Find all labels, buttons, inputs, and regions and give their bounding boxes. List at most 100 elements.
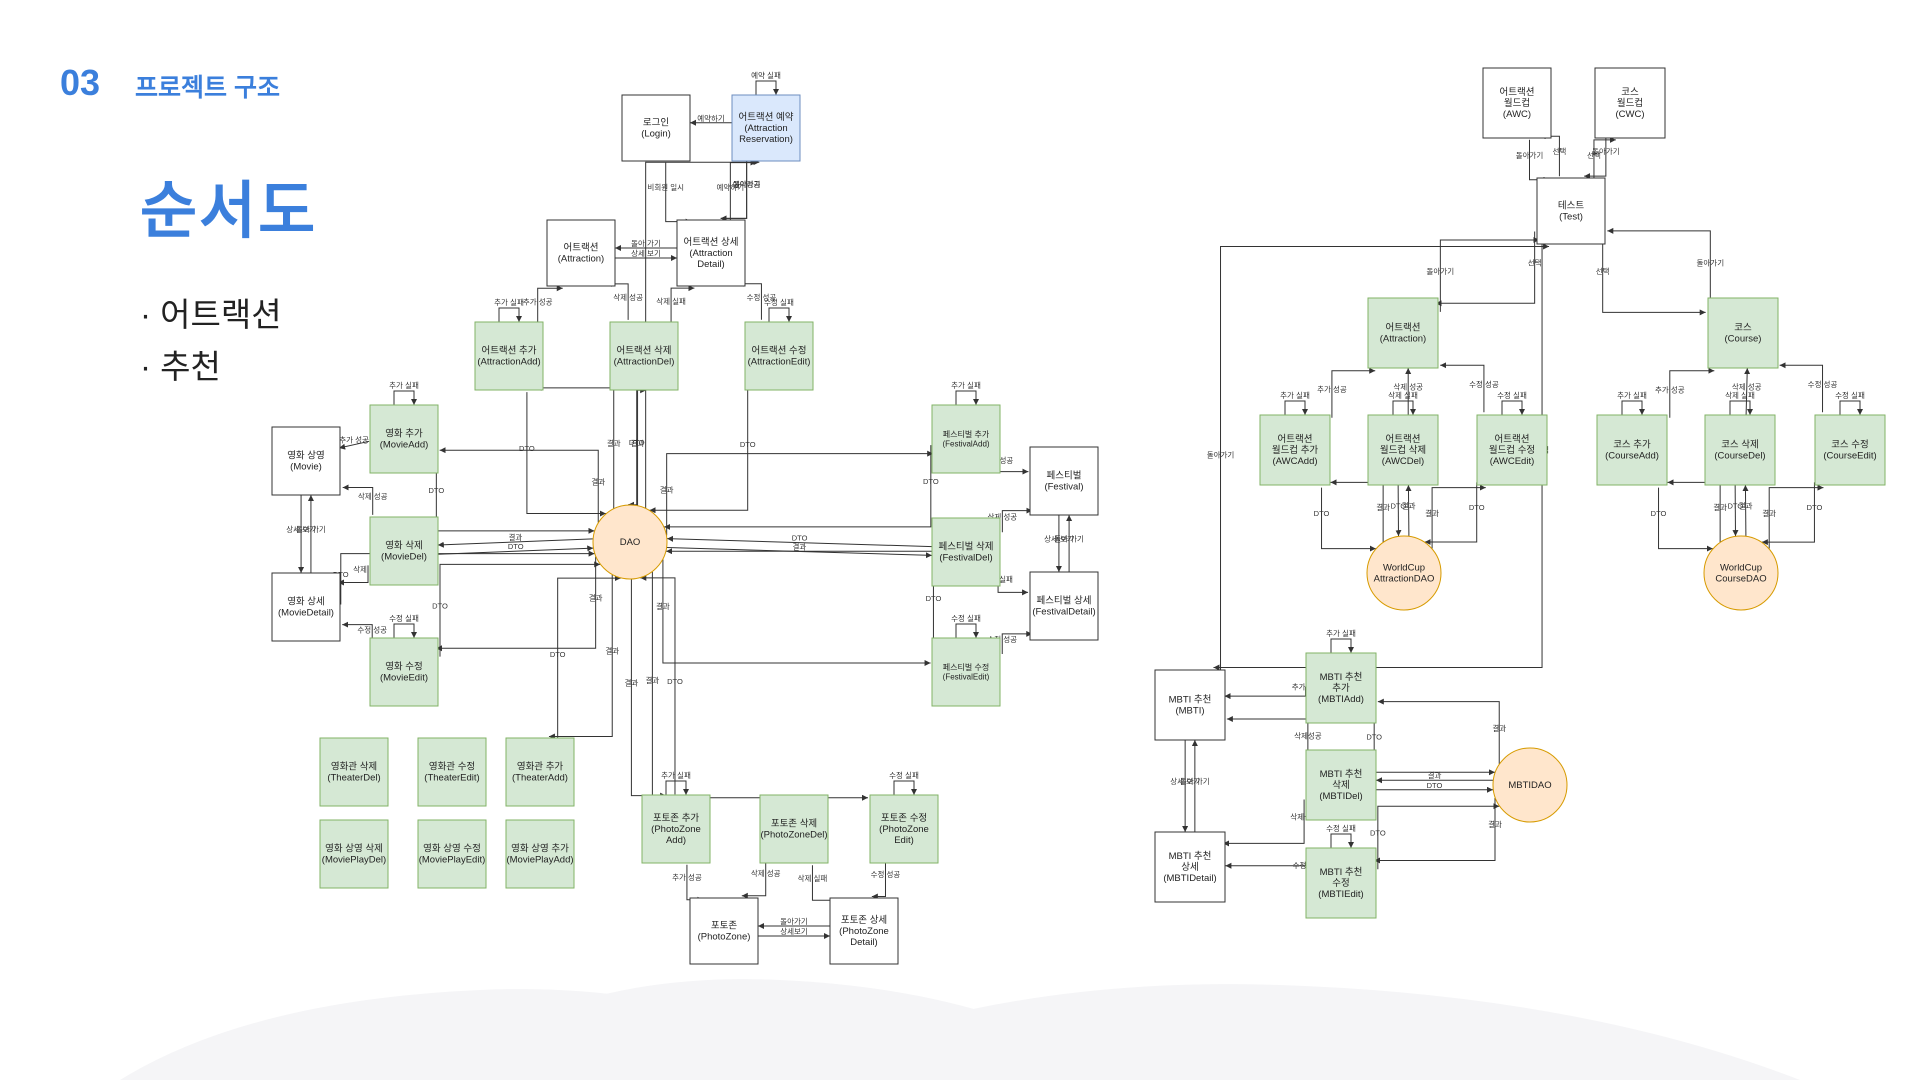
node-label: 어트랙션 상세 [683,237,738,248]
edge: DTO [1314,487,1376,552]
node-label: (MovieAdd) [380,440,429,451]
edge-label: 예약 실패 [751,70,781,80]
node-label: 월드컵 [1617,97,1643,109]
edge: 삭제 실패 [1388,390,1418,415]
edge: 추가 실패 [1280,390,1310,415]
node-label: 코스 [1621,87,1639,98]
node-theater-edit: 영화관 수정(TheaterEdit) [417,737,487,807]
edge-label: 삭제 실패 [1725,390,1755,400]
node-mbti-dao: MBTIDAO [1492,747,1568,823]
node-test: 테스트(Test) [1536,177,1606,245]
node-label: 영화 추가 [385,429,423,440]
node-label: 월드컵 [1504,97,1530,109]
edge: 결과 [439,447,605,523]
node-label: (MovieEdit) [380,673,428,684]
edge: 결과 [1375,770,1494,784]
edge: 예약하기 [717,159,757,222]
edge: 수정 실패 [1497,390,1527,415]
edge: 추가 성공 [1317,367,1376,418]
node-label: 페스티벌 수정 [943,662,989,672]
node-label: (MoviePlayEdit) [419,855,486,866]
edge: 결과 [1330,479,1390,543]
node-label: 포토존 수정 [881,813,927,824]
edge: 결과 [1374,797,1502,864]
node-theater-del: 영화관 삭제(TheaterDel) [319,737,389,807]
node-label: 수정 [1332,878,1349,889]
node-label: 추가 [1332,683,1350,694]
node-label: Detail) [850,937,877,948]
edge: 결과 [1377,698,1506,764]
node-movie-add: 영화 추가(MovieAdd) [369,404,439,474]
node-login: 로그인(Login) [621,94,691,162]
edge: 예약성공 [720,159,761,222]
page-title: 순서도 [140,177,318,246]
node-course-del: 코스 삭제(CourseDel) [1704,414,1776,486]
node-label: (PhotoZone) [698,932,751,943]
edge: 돌아가기 [1607,227,1724,304]
node-festival-edit: 페스티벌 수정(FestivalEdit) [931,637,1001,707]
node-dao: DAO [592,504,668,580]
edge-label: 추가 실패 [951,380,981,390]
edge: 예약하기 [690,113,732,126]
section-number: 03 [60,62,101,103]
edge-label: 삭제 실패 [1388,390,1418,400]
edge-label: 추가 실패 [661,770,691,780]
node-label: 어트랙션 수정 [751,346,806,357]
node-festival-del: 페스티벌 삭제(FestivalDel) [931,517,1001,587]
edge: 추가 성공 [1655,367,1715,418]
node-label: MBTI 추천 [1169,851,1212,862]
node-label: (PhotoZone [879,824,929,835]
edge-label: 수정 실패 [389,613,419,623]
node-label: (AWC) [1503,109,1531,120]
section-title: 프로젝트 구조 [135,74,280,102]
node-label: Detail) [697,259,724,270]
edge: 선택 [1435,231,1542,307]
node-label: (Festival) [1044,482,1083,493]
node-label: WorldCup [1383,563,1425,574]
edge: 수정 성공 [737,280,776,320]
node-label: 포토존 삭제 [771,819,817,830]
edge: DTO [550,575,621,740]
node-label: (MoviePlayDel) [322,855,386,866]
edge: 돌아가기 [758,916,830,930]
edge-label: 수정 실패 [1326,823,1356,833]
edge: DTO [428,458,595,534]
node-label: (FestivalAdd) [942,439,989,448]
node-label: (FestivalEdit) [943,672,990,681]
node-label: (PhotoZoneDel) [760,830,827,841]
node-label: (CourseDel) [1714,451,1765,462]
node-attraction: 어트랙션(Attraction) [546,219,616,287]
edge-label: 추가 실패 [494,297,524,307]
node-label: 로그인 [643,118,669,129]
node-label: (MovieDel) [381,552,427,563]
edge: 삭제 실패 [656,285,695,325]
edge: 추가 성공 [523,285,563,325]
node-label: 어트랙션 추가 [481,346,536,357]
edge: 결과 [1402,484,1416,536]
node-label: MBTI 추천 [1320,769,1363,780]
node-label: (MBTIAdd) [1318,694,1364,705]
edge-label: 수정 실패 [951,613,981,623]
node-course-edit: 코스 수정(CourseEdit) [1814,414,1886,486]
edge: 수정 성공 [1779,362,1837,413]
background-waves [120,979,1920,1080]
edge: 선택 [1596,239,1706,316]
edge: 삭제 성공 [988,507,1033,533]
node-mbti: MBTI 추천(MBTI) [1154,669,1226,741]
edge: 추가 실패 [661,770,691,795]
node-label: (Course) [1725,334,1762,345]
edge-label: DTO [1427,781,1443,790]
node-label: (Attraction) [1380,334,1426,345]
node-label: 영화 상영 수정 [423,844,481,855]
node-label: (CWC) [1615,109,1644,120]
node-label: (Attraction [744,123,787,134]
edge: 추가 실패 [951,380,981,405]
node-label: (MBTI) [1175,706,1204,717]
